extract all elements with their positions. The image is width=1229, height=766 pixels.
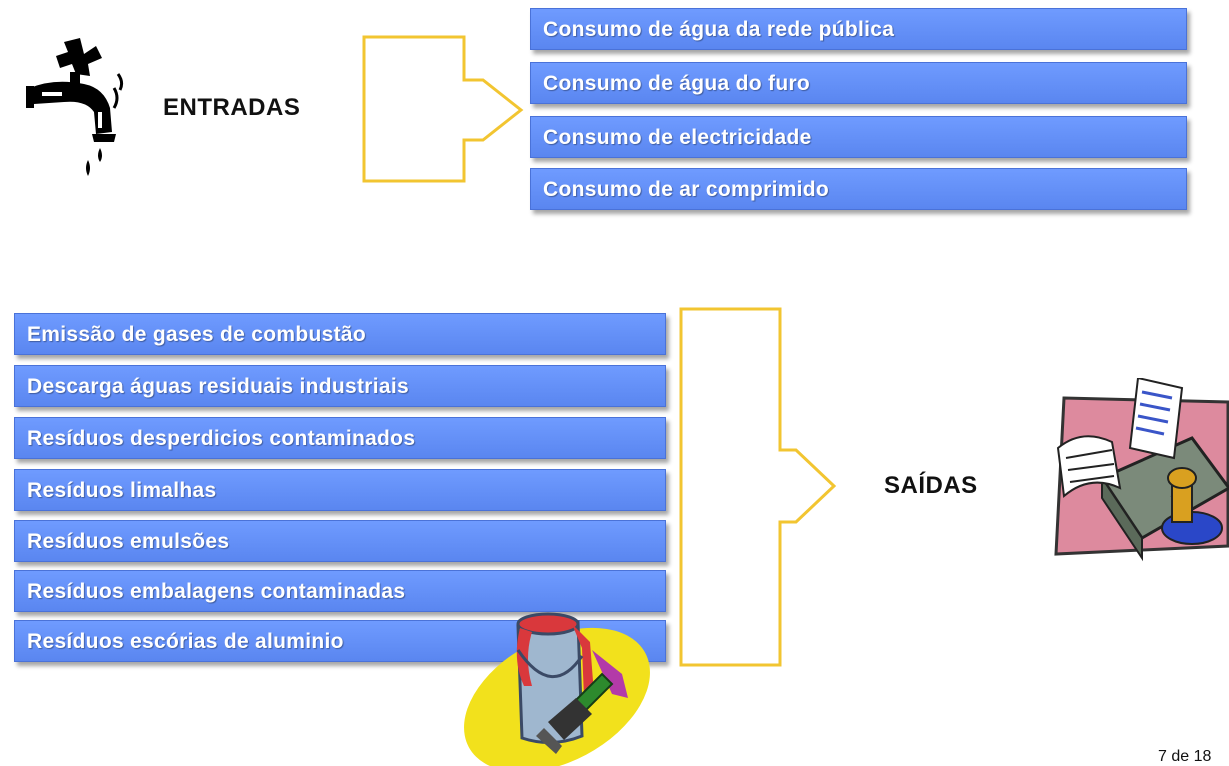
inputs-title: ENTRADAS xyxy=(163,94,301,121)
inputs-arrow xyxy=(362,35,524,183)
output-item-6: Resíduos embalagens contaminadas xyxy=(14,570,666,612)
output-item-2: Descarga águas residuais industriais xyxy=(14,365,666,407)
outputs-title: SAÍDAS xyxy=(884,472,978,499)
output-item-1: Emissão de gases de combustão xyxy=(14,313,666,355)
outputs-arrow xyxy=(679,307,837,667)
input-item-3: Consumo de electricidade xyxy=(530,116,1187,158)
output-item-4: Resíduos limalhas xyxy=(14,469,666,511)
page-number: 7 de 18 xyxy=(1158,748,1212,765)
output-item-3: Resíduos desperdicios contaminados xyxy=(14,417,666,459)
input-item-2: Consumo de água do furo xyxy=(530,62,1187,104)
input-item-1: Consumo de água da rede pública xyxy=(530,8,1187,50)
faucet-icon xyxy=(26,38,124,176)
in-out-tray-icon xyxy=(1054,378,1229,562)
input-item-4: Consumo de ar comprimido xyxy=(530,168,1187,210)
paint-bucket-icon xyxy=(464,612,650,766)
output-item-5: Resíduos emulsões xyxy=(14,520,666,562)
